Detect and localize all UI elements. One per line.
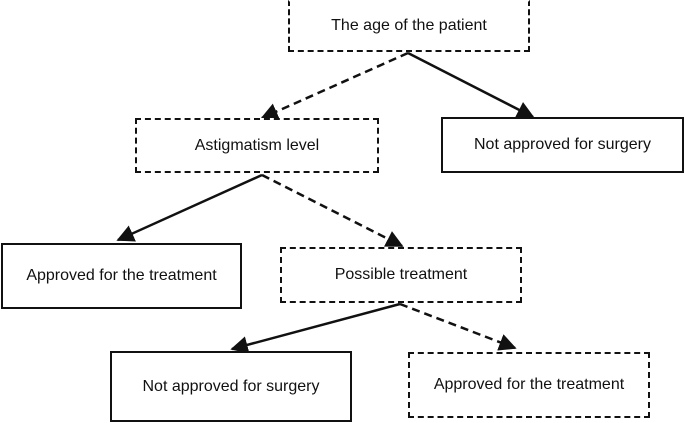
node-label: Not approved for surgery bbox=[474, 136, 651, 153]
arrow-root-to-not-approved bbox=[407, 51, 535, 119]
node-not-approved-surgery-2: Not approved for surgery bbox=[110, 351, 352, 422]
node-label: Astigmatism level bbox=[194, 136, 320, 154]
node-label: Possible treatment bbox=[334, 266, 468, 283]
node-approved-treatment: Approved for the treatment bbox=[1, 243, 242, 309]
arrow-astigmatism-to-possible bbox=[261, 173, 404, 248]
node-label: The age of the patient bbox=[331, 17, 487, 34]
node-possible-treatment: Possible treatment bbox=[280, 247, 522, 303]
arrow-astigmatism-to-approved bbox=[116, 173, 263, 242]
node-label: Approved for the treatment bbox=[433, 376, 625, 393]
node-astigmatism-level: Astigmatism level bbox=[135, 118, 379, 173]
arrow-possible-to-not-approved bbox=[230, 302, 401, 354]
node-patient-age: The age of the patient bbox=[288, 0, 530, 52]
arrow-root-to-astigmatism bbox=[260, 51, 409, 120]
node-label: Approved for the treatment bbox=[26, 267, 217, 284]
arrow-possible-to-approved bbox=[399, 302, 517, 351]
node-approved-treatment-2: Approved for the treatment bbox=[408, 352, 650, 418]
node-not-approved-surgery: Not approved for surgery bbox=[441, 117, 684, 173]
node-label: Not approved for surgery bbox=[142, 377, 320, 395]
